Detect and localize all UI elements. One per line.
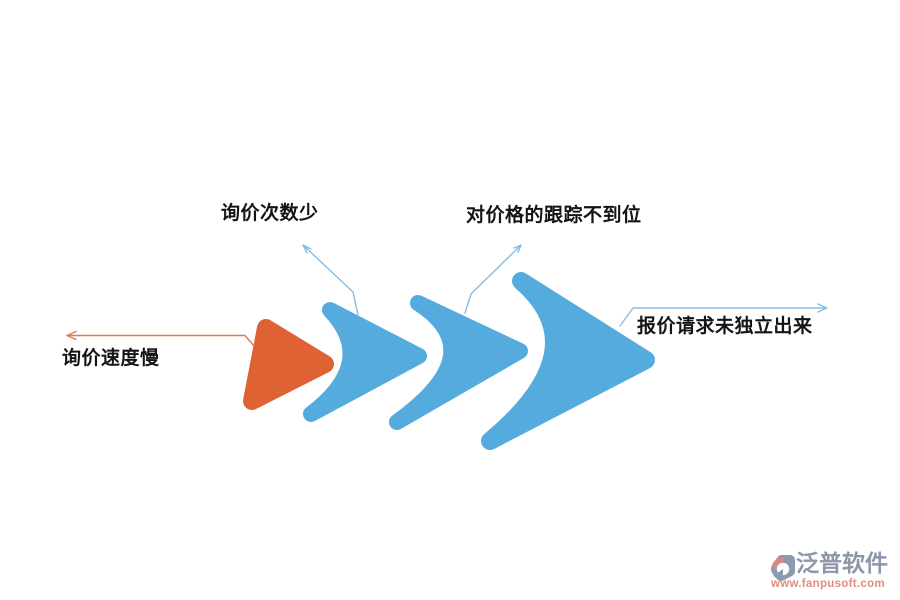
callout-line-quote-request [619,303,828,327]
arrow-shape-3-blue [389,295,528,430]
label-inquiry-count: 询价次数少 [221,203,319,224]
label-quote-request: 报价请求未独立出来 [637,316,813,337]
vendor-watermark: 泛普软件 www.fanpusoft.com [770,548,895,593]
arrow-shape-4-blue [481,272,655,450]
callout-line-price-tracking [464,244,522,314]
label-inquiry-speed: 询价速度慢 [62,348,160,369]
vendor-url: www.fanpusoft.com [771,578,885,590]
callout-line-inquiry-speed [66,330,255,347]
arrow-shape-2-blue [303,302,427,422]
arrow-shape-1-orange [243,319,334,410]
vendor-name: 泛普软件 [796,550,888,576]
callout-line-inquiry-count [302,244,359,316]
fanpu-logo-icon [771,555,795,581]
label-price-tracking: 对价格的跟踪不到位 [466,205,642,226]
